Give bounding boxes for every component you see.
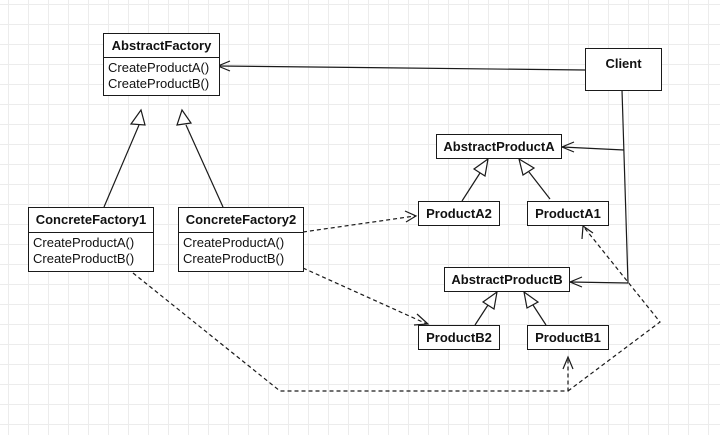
- client-vertical-association: [621, 89, 629, 284]
- product-b2-class[interactable]: ProductB2: [418, 325, 500, 350]
- class-name: AbstractProductB: [451, 272, 563, 287]
- dependency-arrowhead: [581, 224, 594, 240]
- generalization-triangle: [523, 290, 540, 309]
- class-name: ConcreteFactory1: [35, 212, 147, 227]
- client-class[interactable]: Client: [585, 48, 662, 91]
- abstract-product-b-class[interactable]: AbstractProductB: [444, 267, 570, 292]
- generalization-triangle: [129, 108, 146, 126]
- association-arrowhead: [568, 276, 583, 288]
- product-a1-class[interactable]: ProductA1: [527, 201, 609, 226]
- product-a2-class[interactable]: ProductA2: [418, 201, 500, 226]
- product-b1-class[interactable]: ProductB1: [527, 325, 609, 350]
- concretefactory2-generalization-line: [185, 124, 224, 208]
- operation: CreateProductB(): [108, 76, 210, 91]
- dependency-arrowhead: [404, 210, 418, 223]
- association-arrowhead: [560, 141, 575, 153]
- concretefactory1-creates-producta1: [567, 225, 661, 392]
- abstract-product-a-class[interactable]: AbstractProductA: [436, 134, 562, 159]
- class-operations: CreateProductA() CreateProductB(): [104, 57, 219, 92]
- concretefactory2-creates-productb2: [302, 267, 428, 325]
- productb2-generalization-line: [474, 304, 489, 326]
- operation: CreateProductA(): [108, 60, 210, 75]
- class-name: ProductA2: [426, 206, 492, 221]
- client-to-abstractfactory-association: [217, 65, 586, 71]
- class-operations: CreateProductA() CreateProductB(): [179, 232, 303, 267]
- concrete-factory-1-class[interactable]: ConcreteFactory1 CreateProductA() Create…: [28, 207, 154, 272]
- generalization-triangle: [481, 290, 498, 310]
- producta2-generalization-line: [461, 172, 481, 202]
- operation: CreateProductB(): [33, 251, 135, 266]
- class-name: ProductA1: [535, 206, 601, 221]
- operation: CreateProductA(): [183, 235, 285, 250]
- abstract-factory-class[interactable]: AbstractFactory CreateProductA() CreateP…: [103, 33, 220, 96]
- class-operations: CreateProductA() CreateProductB(): [29, 232, 153, 267]
- generalization-triangle: [518, 157, 536, 176]
- client-to-abstractproducta-association: [561, 146, 625, 151]
- dependency-arrowhead: [562, 355, 574, 370]
- dependency-arrowhead: [413, 313, 430, 326]
- generalization-triangle: [176, 108, 193, 126]
- class-name: ConcreteFactory2: [185, 212, 297, 227]
- class-name: ProductB1: [535, 330, 601, 345]
- class-name: ProductB2: [426, 330, 492, 345]
- class-name: AbstractProductA: [443, 139, 555, 154]
- concretefactory1-generalization-line: [103, 124, 140, 208]
- producta1-generalization-line: [528, 171, 551, 200]
- client-to-abstractproductb-association: [569, 281, 629, 284]
- concretefactory2-creates-producta2: [302, 215, 416, 233]
- operation: CreateProductB(): [183, 251, 285, 266]
- concrete-factory-2-class[interactable]: ConcreteFactory2 CreateProductA() Create…: [178, 207, 304, 272]
- productb1-generalization-line: [532, 304, 547, 326]
- operation: CreateProductA(): [33, 235, 135, 250]
- class-name: AbstractFactory: [111, 38, 212, 53]
- concretefactory1-creates-productb1: [132, 272, 569, 392]
- class-name: Client: [605, 56, 642, 71]
- generalization-triangle: [472, 157, 489, 177]
